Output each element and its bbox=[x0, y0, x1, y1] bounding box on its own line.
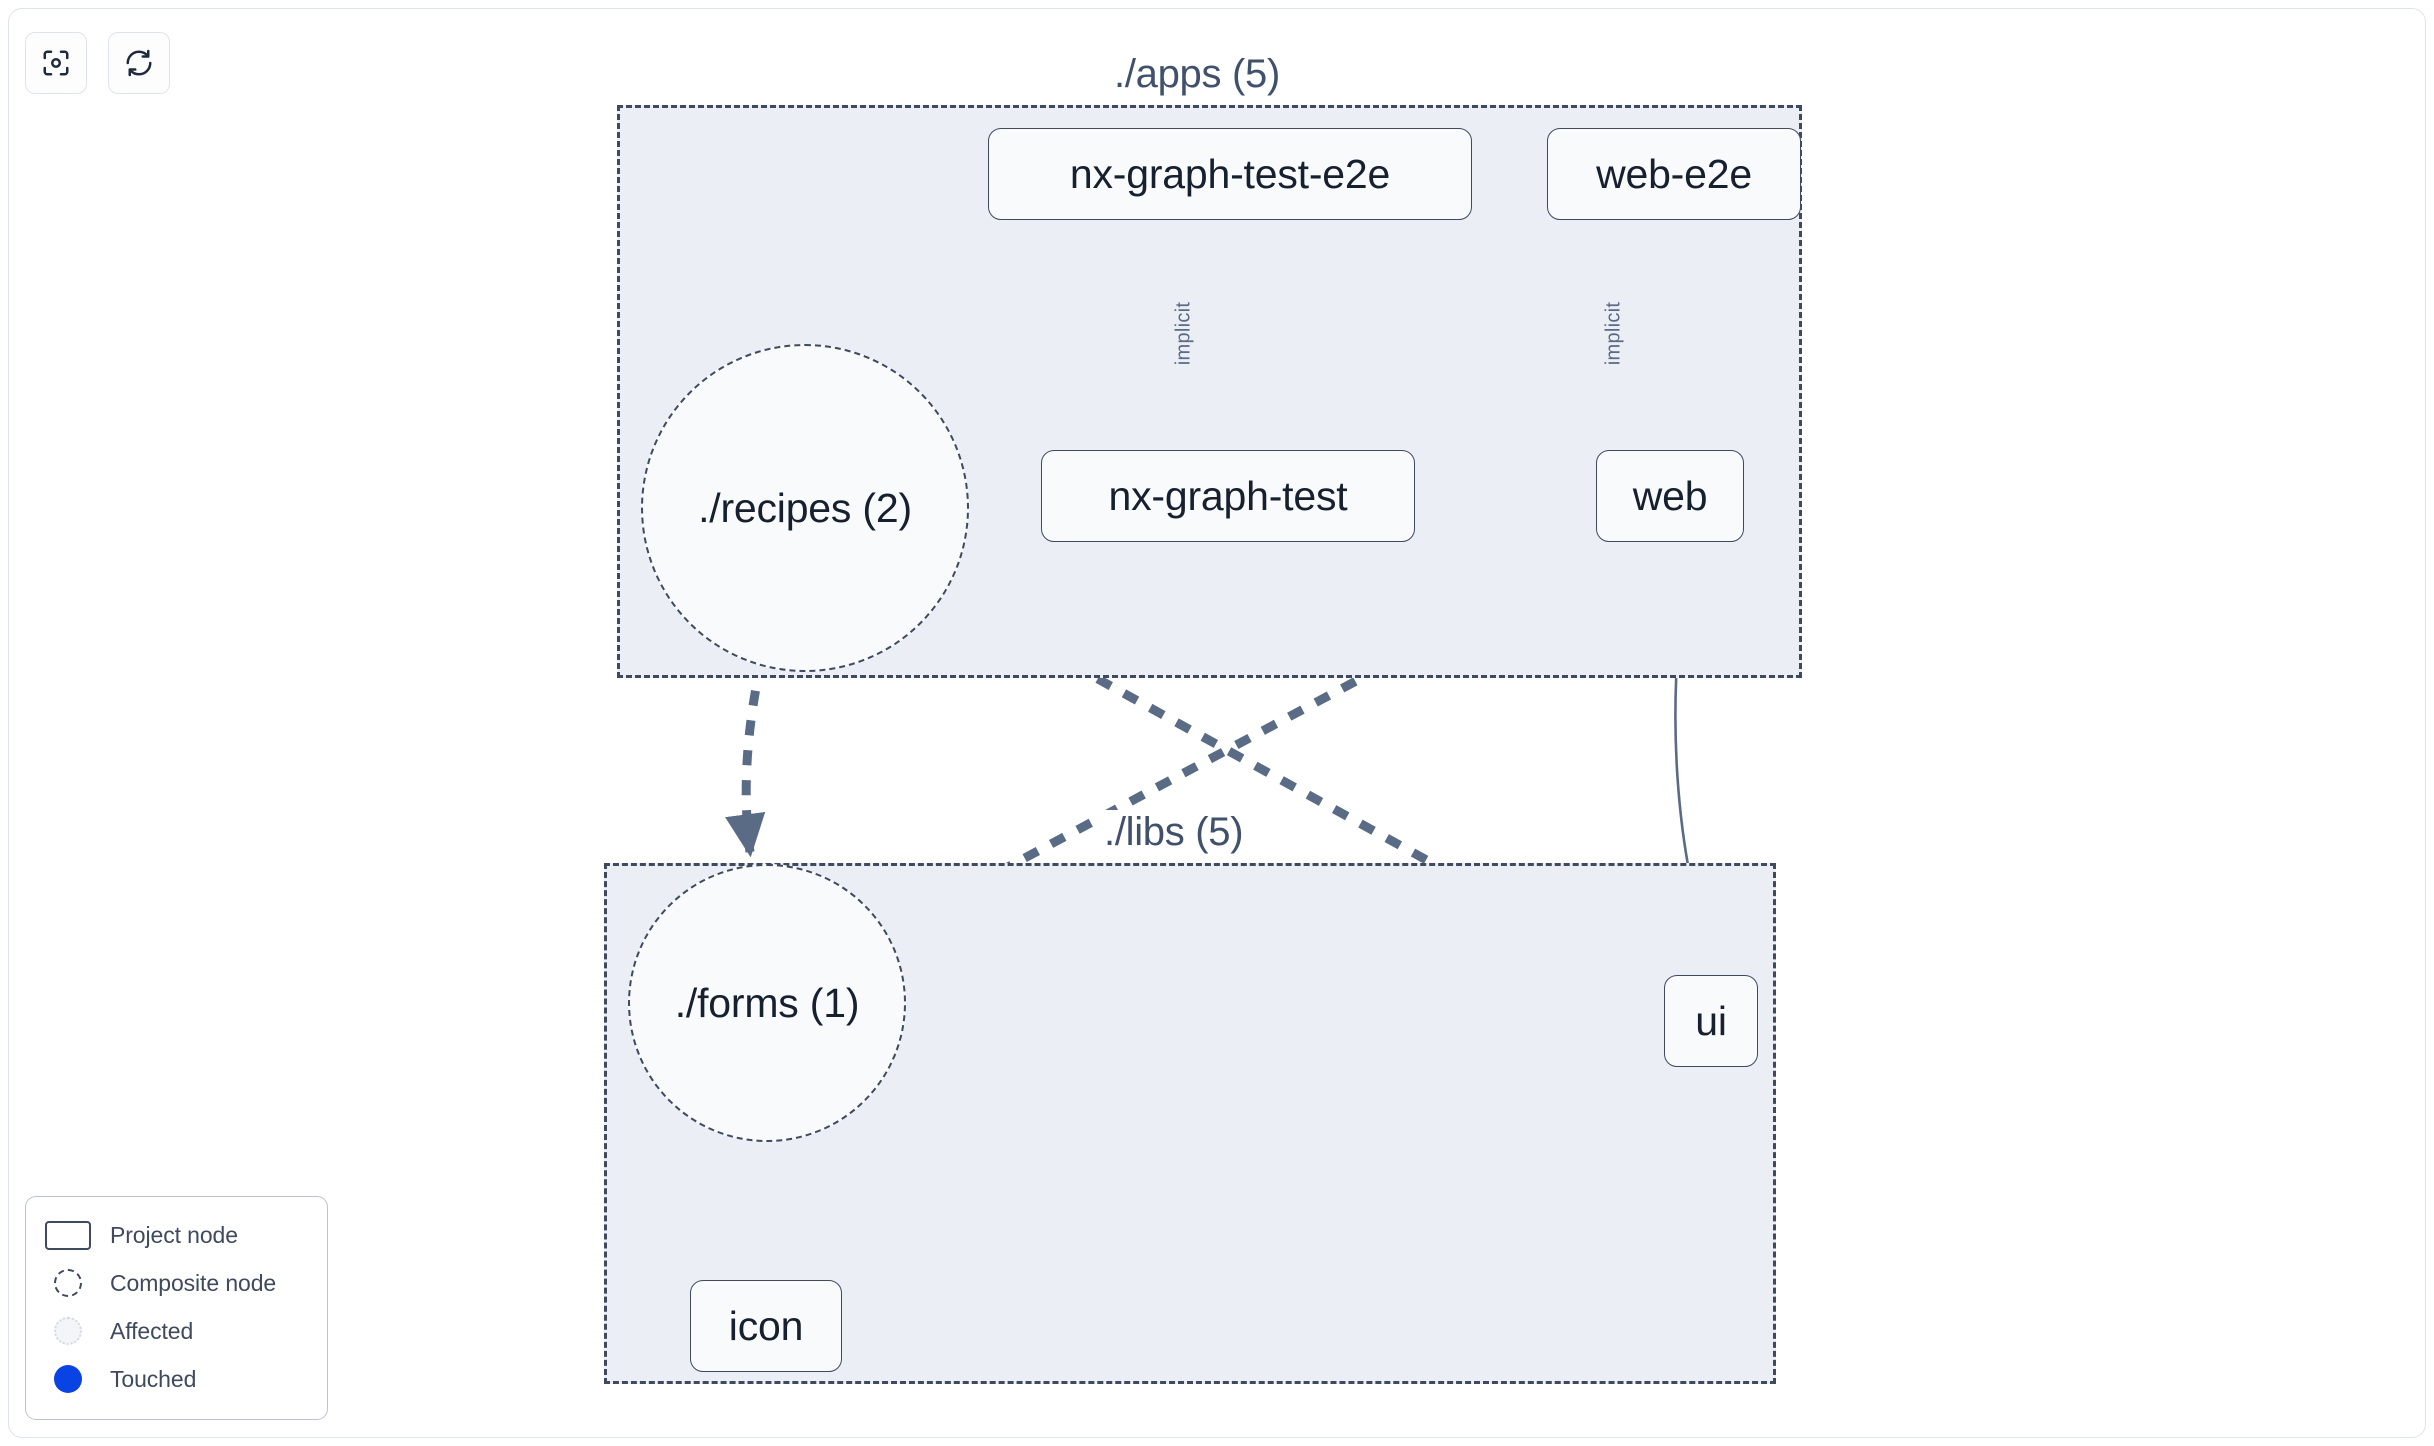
edge-label-implicit-nx-graph-test: implicit bbox=[1172, 301, 1195, 366]
focus-graph-button[interactable] bbox=[25, 32, 87, 94]
composite-node-swatch bbox=[44, 1268, 92, 1298]
touched-swatch bbox=[44, 1364, 92, 1394]
legend-item-composite-node: Composite node bbox=[44, 1259, 309, 1307]
affected-swatch bbox=[44, 1316, 92, 1346]
node-label: ./recipes (2) bbox=[698, 484, 912, 531]
node-label: web-e2e bbox=[1596, 150, 1752, 197]
edge-label-implicit-web: implicit bbox=[1602, 301, 1625, 366]
legend-label: Touched bbox=[110, 1365, 197, 1392]
node-label: ui bbox=[1695, 997, 1727, 1044]
node-web-e2e[interactable]: web-e2e bbox=[1547, 128, 1801, 220]
refresh-icon bbox=[124, 48, 154, 78]
focus-target-icon bbox=[41, 48, 71, 78]
legend-label: Affected bbox=[110, 1317, 194, 1344]
node-label: icon bbox=[728, 1302, 804, 1349]
legend-item-touched: Touched bbox=[44, 1355, 309, 1403]
legend-label: Project node bbox=[110, 1221, 238, 1248]
graph-toolbar bbox=[25, 32, 170, 94]
node-forms-composite[interactable]: ./forms (1) bbox=[628, 864, 906, 1142]
node-icon[interactable]: icon bbox=[690, 1280, 842, 1372]
node-recipes-composite[interactable]: ./recipes (2) bbox=[641, 344, 969, 672]
node-nx-graph-test[interactable]: nx-graph-test bbox=[1041, 450, 1415, 542]
project-node-swatch bbox=[44, 1220, 92, 1250]
node-label: ./forms (1) bbox=[674, 979, 860, 1026]
group-label-apps: ./apps (5) bbox=[1106, 52, 1288, 97]
node-label: nx-graph-test-e2e bbox=[1069, 150, 1391, 197]
node-nx-graph-test-e2e[interactable]: nx-graph-test-e2e bbox=[988, 128, 1472, 220]
group-label-libs: ./libs (5) bbox=[1096, 810, 1252, 855]
legend-item-affected: Affected bbox=[44, 1307, 309, 1355]
refresh-graph-button[interactable] bbox=[108, 32, 170, 94]
graph-legend: Project node Composite node Affected Tou… bbox=[25, 1196, 328, 1420]
node-ui[interactable]: ui bbox=[1664, 975, 1758, 1067]
legend-label: Composite node bbox=[110, 1269, 277, 1296]
node-label: web bbox=[1632, 472, 1708, 519]
node-label: nx-graph-test bbox=[1108, 472, 1348, 519]
node-web[interactable]: web bbox=[1596, 450, 1744, 542]
legend-item-project-node: Project node bbox=[44, 1211, 309, 1259]
